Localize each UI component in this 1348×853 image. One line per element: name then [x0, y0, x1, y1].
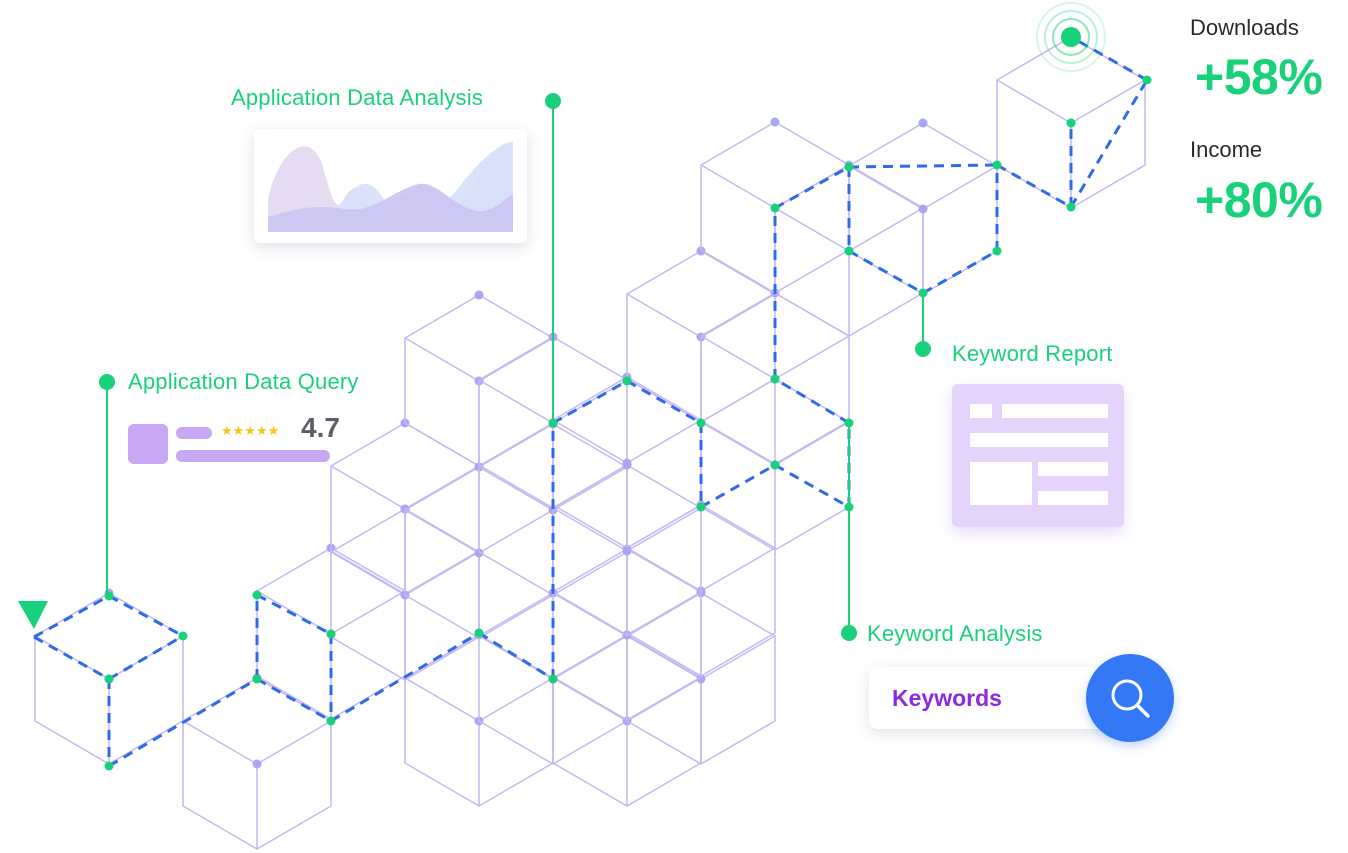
- label-keyword-report: Keyword Report: [952, 341, 1113, 366]
- start-arrow-icon: [18, 601, 48, 629]
- route-segment: [552, 379, 628, 425]
- cube-node: [696, 674, 706, 684]
- route-segment: [108, 634, 184, 681]
- route-segment: [848, 249, 924, 295]
- route-node: [770, 203, 780, 213]
- route-node: [844, 246, 854, 256]
- route-segment: [774, 463, 850, 509]
- cube-inner-edges: [848, 165, 998, 294]
- star-rating-icon: ★★★★★: [221, 423, 280, 438]
- search-button[interactable]: [1086, 654, 1174, 742]
- route-segment: [996, 163, 1072, 209]
- area-chart-graphic: [268, 141, 513, 232]
- report-block: [970, 433, 1108, 447]
- route-node: [252, 590, 262, 600]
- route-segment: [774, 165, 850, 210]
- route-node: [252, 674, 262, 684]
- route-node: [548, 674, 558, 684]
- route-node: [1066, 202, 1076, 212]
- route-node: [1066, 118, 1076, 128]
- cube-node: [770, 117, 780, 127]
- route-segment: [256, 593, 332, 636]
- route-segment: [478, 631, 554, 681]
- route-segment: [1070, 35, 1148, 82]
- route-node: [104, 761, 114, 771]
- keyword-report-card: [952, 384, 1124, 527]
- route-node: [1142, 75, 1152, 85]
- label-keyword-analysis: Keyword Analysis: [867, 621, 1043, 646]
- cube-node: [622, 546, 632, 556]
- route-node: [104, 674, 114, 684]
- rating-value: 4.7: [301, 412, 340, 443]
- cube-inner-edges: [182, 720, 332, 849]
- cube-node: [474, 548, 484, 558]
- route-segment: [330, 631, 480, 723]
- connector-dot: [841, 625, 857, 641]
- route-segment: [774, 377, 850, 425]
- route-node: [770, 460, 780, 470]
- route-node: [104, 591, 114, 601]
- report-block: [970, 462, 1032, 505]
- route-node: [622, 376, 632, 386]
- route-node: [844, 162, 854, 172]
- report-block: [1038, 491, 1108, 505]
- downloads-value: +58%: [1195, 49, 1323, 105]
- label-application-data-query: Application Data Query: [128, 369, 359, 394]
- connector-dot: [545, 93, 561, 109]
- connector-dot: [915, 341, 931, 357]
- search-input-text: Keywords: [892, 685, 1002, 711]
- report-block: [970, 404, 992, 418]
- route-segment: [33, 635, 110, 681]
- route-segment: [108, 594, 184, 638]
- route-segment: [1069, 79, 1149, 208]
- connector-dot: [99, 374, 115, 390]
- cube-node: [622, 460, 632, 470]
- route-node: [326, 629, 336, 639]
- cube-node: [918, 118, 928, 128]
- route-segment: [922, 249, 998, 295]
- route-node: [696, 502, 706, 512]
- cube-node: [252, 759, 262, 769]
- app-icon-placeholder: [128, 424, 168, 464]
- route-segment: [700, 463, 776, 509]
- search-icon: [1111, 679, 1150, 718]
- route-segment: [848, 163, 998, 169]
- route-node: [992, 246, 1002, 256]
- label-application-data-analysis: Application Data Analysis: [231, 85, 484, 110]
- route-node: [474, 628, 484, 638]
- route-node: [326, 716, 336, 726]
- route-node: [992, 160, 1002, 170]
- downloads-label: Downloads: [1190, 15, 1299, 40]
- income-label: Income: [1190, 137, 1263, 162]
- route-segment: [33, 594, 110, 639]
- route-segment: [108, 677, 258, 768]
- route-node: [178, 631, 188, 641]
- cube-node: [696, 246, 706, 256]
- area-chart-card: [254, 129, 527, 243]
- keyword-search-input[interactable]: Keywords: [869, 667, 1119, 729]
- app-desc-placeholder: [176, 450, 330, 462]
- route-segment: [626, 379, 702, 425]
- cube-node: [474, 290, 484, 300]
- dashed-route: [33, 35, 1152, 771]
- cube-node: [918, 204, 928, 214]
- report-block: [1038, 462, 1108, 476]
- target-pulse-icon: [1036, 2, 1106, 72]
- route-node: [770, 374, 780, 384]
- route-node: [696, 418, 706, 428]
- income-value: +80%: [1195, 172, 1323, 228]
- app-name-placeholder: [176, 427, 212, 439]
- route-segment: [256, 677, 332, 723]
- report-block: [1002, 404, 1108, 418]
- label-connectors: [99, 93, 931, 641]
